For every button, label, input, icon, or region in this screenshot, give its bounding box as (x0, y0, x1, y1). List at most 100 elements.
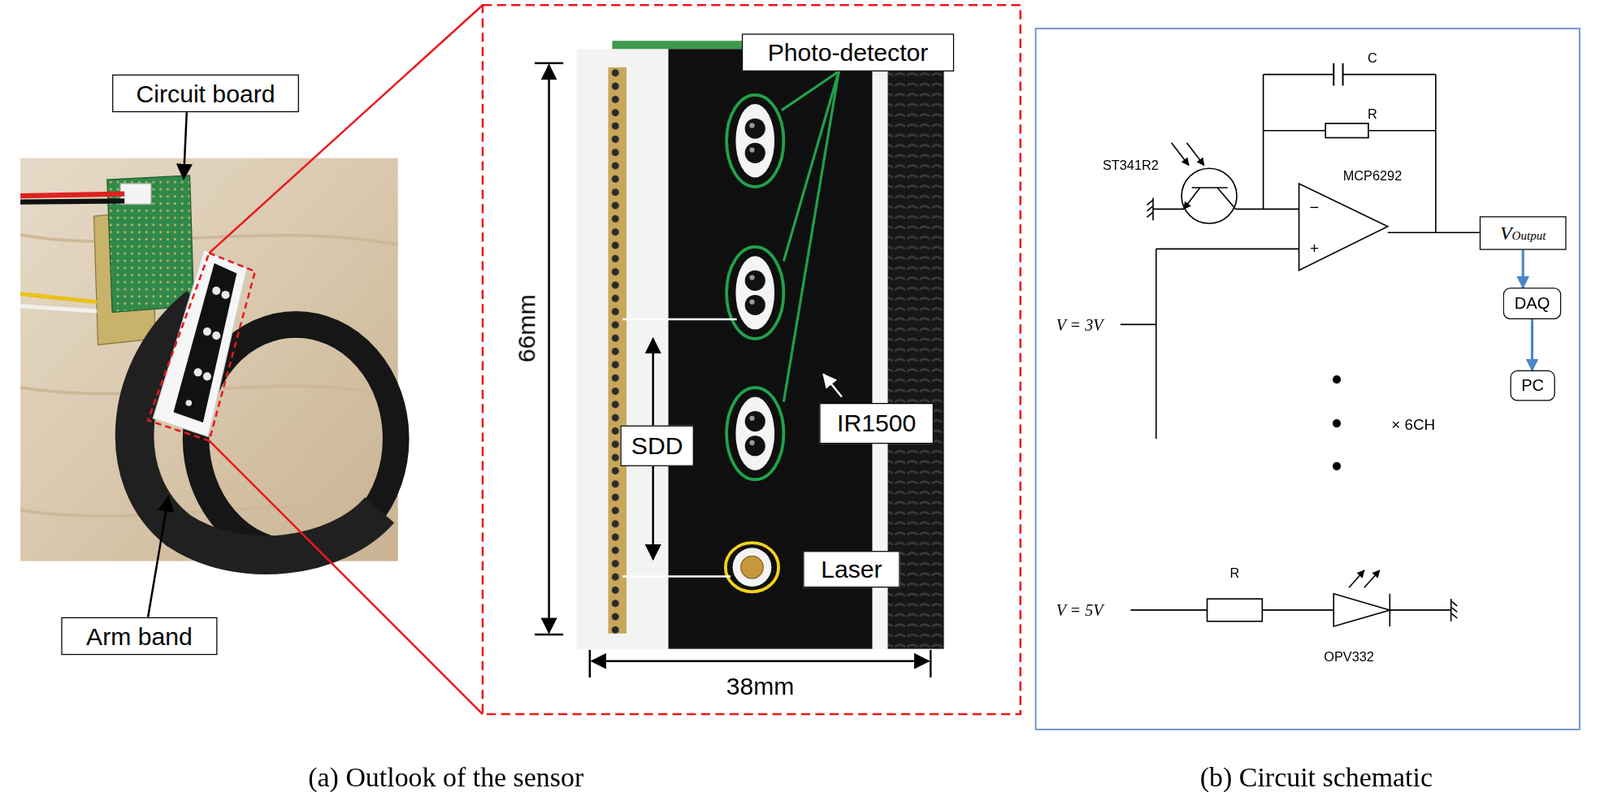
led-symbol (1364, 570, 1380, 588)
ground-symbol (1152, 198, 1154, 222)
device-photo (20, 158, 399, 562)
callout-box: Photo-detector (741, 33, 954, 71)
pin-sign: + (1309, 240, 1319, 256)
ground-symbol (1451, 601, 1458, 607)
pin-sign: − (1309, 199, 1320, 217)
sensor-photo (749, 147, 755, 152)
circuit-wire (1153, 208, 1184, 211)
continuation-dot (1332, 375, 1341, 384)
circuit-wire (1120, 324, 1157, 326)
ground-symbol (1451, 613, 1458, 619)
led-symbol (1389, 594, 1392, 627)
leader-arrow (183, 112, 187, 179)
sdd-dimension (823, 374, 842, 398)
node-text: VOutput (1500, 223, 1546, 243)
callout-box: Laser (802, 550, 900, 588)
callout-box: SDD (620, 425, 694, 467)
resistor-symbol (1325, 123, 1369, 139)
dimension-line (591, 659, 928, 663)
component-label: C (1367, 51, 1378, 65)
circuit-wire (1368, 130, 1436, 132)
dimension-label: 66mm (514, 294, 539, 363)
sensor-photo (749, 440, 755, 446)
node-text: PC (1521, 377, 1544, 395)
node-text: DAQ (1514, 295, 1551, 313)
dimension-line (589, 650, 592, 678)
sensor-photo (576, 48, 944, 649)
signal-arrow (1530, 319, 1534, 371)
device-photo (186, 399, 193, 407)
circuit-wire (1435, 74, 1437, 234)
highlight-ellipse (726, 95, 784, 187)
node-text: SDD (631, 433, 684, 459)
device-photo (203, 372, 212, 381)
dimension-line (547, 65, 551, 633)
ground-symbol (1451, 607, 1458, 612)
circuit-wire (1155, 248, 1158, 439)
sensor-photo (735, 396, 775, 470)
resistor-symbol (1207, 598, 1263, 622)
device-photo (212, 286, 221, 295)
callout-box: Circuit board (112, 74, 300, 113)
capacitor-symbol (1333, 63, 1343, 87)
device-photo (20, 158, 399, 562)
continuation-dot (1332, 462, 1341, 471)
sensor-photo (735, 104, 775, 178)
device-photo (194, 368, 203, 377)
device-photo (20, 294, 97, 303)
ground-symbol (1146, 198, 1457, 622)
component-label: R (1230, 567, 1241, 581)
zoom-indicator (208, 440, 483, 715)
device-photo (20, 194, 125, 197)
circuit-wire (1235, 208, 1300, 211)
channel-label: × 6CH (1391, 416, 1436, 433)
sensor-photo (745, 435, 766, 456)
phototransistor-symbol (1217, 187, 1236, 209)
device-photo (173, 263, 237, 423)
device-photo (203, 327, 212, 336)
capacitor-symbol (1342, 63, 1345, 87)
callout-box: IR1500 (819, 403, 934, 444)
circuit-wire (1261, 609, 1334, 612)
dimension-label: 38mm (726, 674, 795, 699)
phototransistor-symbol (1192, 186, 1228, 189)
sensor-photo (745, 118, 766, 139)
voltage-label: V = 3V (1056, 317, 1104, 334)
circuit-wire (1387, 231, 1480, 234)
sensor-photo (745, 270, 766, 291)
sdd-dimension (622, 575, 731, 578)
continuation-dot (1332, 419, 1341, 428)
dimension-line (534, 633, 564, 637)
circuit-wire (1130, 609, 1207, 612)
highlight-ellipse (726, 247, 784, 339)
sensor-photo (607, 67, 627, 634)
node-text: Photo-detector (767, 40, 929, 66)
sensor-photo (749, 416, 755, 421)
component-label: R (1367, 107, 1378, 121)
ground-symbol (1450, 598, 1453, 622)
sensor-photo (745, 143, 766, 164)
circuit-wire (1263, 130, 1327, 132)
phototransistor-symbol (1183, 187, 1201, 209)
leader-line (783, 71, 839, 403)
device-photo (20, 234, 399, 246)
phototransistor-symbol (1171, 143, 1189, 166)
sensor-photo (735, 255, 775, 330)
device-photo (221, 290, 230, 300)
device-photo (20, 306, 97, 312)
capacitor-symbol (1332, 63, 1335, 87)
component-label: OPV332 (1323, 650, 1375, 664)
node-text: Arm band (86, 624, 193, 649)
sensor-photo (576, 40, 944, 649)
circuit-wire (1263, 73, 1335, 76)
leader-line (781, 71, 839, 403)
subfigure-caption: (a) Outlook of the sensor (307, 763, 584, 792)
phototransistor-symbol (1186, 143, 1204, 166)
device-photo (134, 306, 381, 556)
node-text: Circuit board (136, 81, 276, 106)
dimension-line (534, 63, 931, 678)
phototransistor-symbol (1171, 143, 1237, 224)
